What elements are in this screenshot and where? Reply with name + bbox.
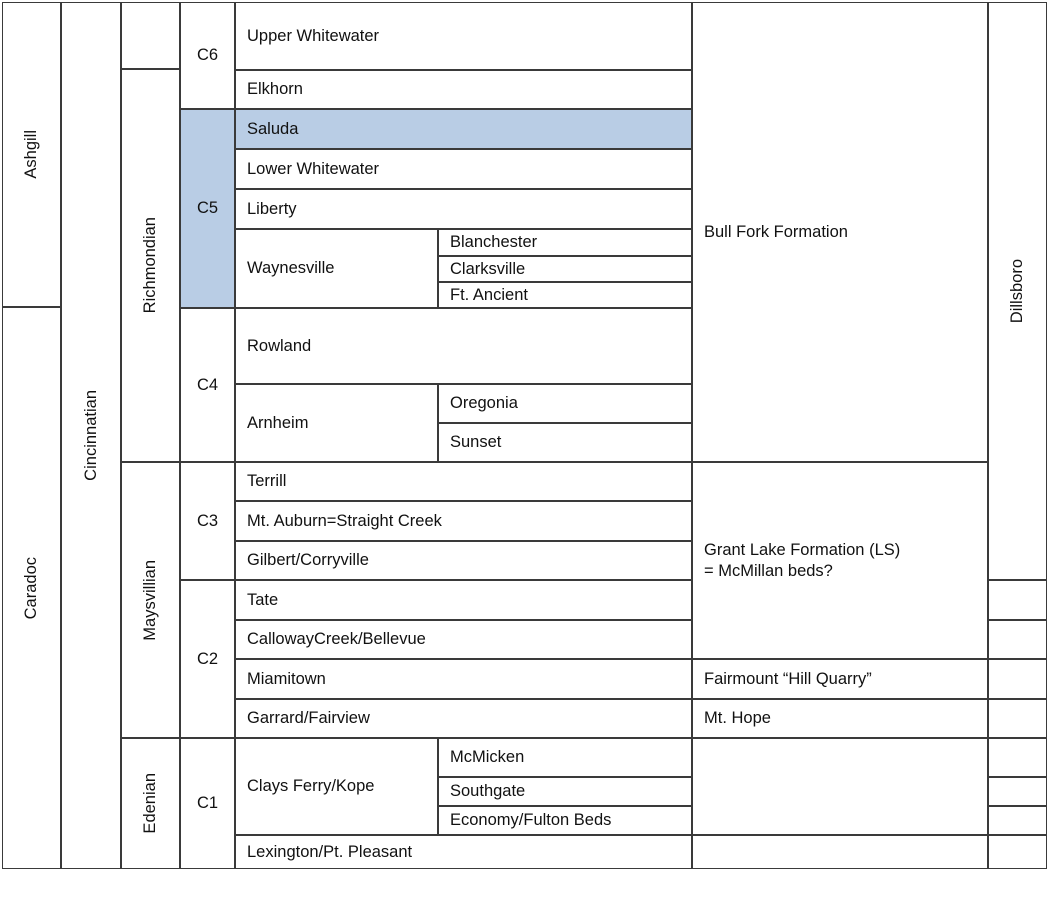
unit-rowland-label: Rowland	[247, 336, 312, 355]
sequence-c2: C2	[180, 580, 235, 738]
stage-richmondian-label: Richmondian	[141, 217, 160, 314]
unit-waynesville: Waynesville	[235, 229, 438, 308]
submember-ft-ancient: Ft. Ancient	[438, 282, 692, 308]
stage-maysvillian-label: Maysvillian	[141, 559, 160, 641]
sequence-c5: C5	[180, 109, 235, 308]
unit-saluda: Saluda	[235, 109, 692, 149]
stage-blank-top	[121, 2, 180, 69]
sequence-c6-label: C6	[196, 46, 219, 65]
formation-blank-clays-ferry	[692, 738, 988, 835]
unit-terrill-label: Terrill	[247, 472, 287, 491]
unit-waynesville-label: Waynesville	[247, 259, 335, 278]
regional-segment-1	[988, 580, 1047, 620]
unit-mt-auburn-straight-creek-label: Mt. Auburn=Straight Creek	[247, 511, 442, 530]
sequence-c3-label: C3	[196, 511, 219, 530]
submember-mcmicken-label: McMicken	[450, 748, 525, 767]
submember-blanchester: Blanchester	[438, 229, 692, 256]
regional-segment-6	[988, 777, 1047, 806]
submember-southgate: Southgate	[438, 777, 692, 806]
unit-saluda-label: Saluda	[247, 119, 299, 138]
na-series-cincinnatian-label: Cincinnatian	[81, 390, 100, 481]
na-series-cincinnatian: Cincinnatian	[61, 2, 121, 869]
submember-oregonia-label: Oregonia	[450, 394, 518, 413]
unit-liberty-label: Liberty	[247, 199, 297, 218]
submember-blanchester-label: Blanchester	[450, 233, 538, 252]
unit-mt-auburn-straight-creek: Mt. Auburn=Straight Creek	[235, 501, 692, 541]
formation-grant-lake: Grant Lake Formation (LS) = McMillan bed…	[692, 462, 988, 659]
stratigraphic-chart: Ashgill Caradoc Cincinnatian Richmondian…	[2, 2, 1047, 869]
submember-economy-fulton-beds: Economy/Fulton Beds	[438, 806, 692, 835]
stage-edenian-label: Edenian	[141, 773, 160, 834]
submember-oregonia: Oregonia	[438, 384, 692, 423]
formation-grant-lake-line2: = McMillan beds?	[704, 561, 833, 580]
regional-segment-5	[988, 738, 1047, 777]
regional-dillsboro: Dillsboro	[988, 2, 1047, 580]
unit-upper-whitewater: Upper Whitewater	[235, 2, 692, 70]
formation-mt-hope-label: Mt. Hope	[704, 709, 771, 728]
unit-arnheim: Arnheim	[235, 384, 438, 462]
submember-clarksville-label: Clarksville	[450, 259, 526, 278]
sequence-c1: C1	[180, 738, 235, 869]
unit-lower-whitewater-label: Lower Whitewater	[247, 159, 380, 178]
unit-lower-whitewater: Lower Whitewater	[235, 149, 692, 189]
regional-segment-4	[988, 699, 1047, 738]
british-series-ashgill-label: Ashgill	[22, 130, 41, 179]
sequence-c5-label: C5	[196, 199, 219, 218]
regional-segment-8	[988, 835, 1047, 869]
unit-elkhorn-label: Elkhorn	[247, 80, 303, 99]
unit-lexington-pt-pleasant-label: Lexington/Pt. Pleasant	[247, 842, 413, 861]
submember-sunset-label: Sunset	[450, 433, 502, 452]
unit-tate: Tate	[235, 580, 692, 620]
unit-garrard-fairview-label: Garrard/Fairview	[247, 709, 370, 728]
unit-miamitown: Miamitown	[235, 659, 692, 699]
unit-tate-label: Tate	[247, 590, 279, 609]
stage-edenian: Edenian	[121, 738, 180, 869]
unit-clays-ferry-kope: Clays Ferry/Kope	[235, 738, 438, 835]
unit-upper-whitewater-label: Upper Whitewater	[247, 26, 380, 45]
unit-gilbert-corryville: Gilbert/Corryville	[235, 541, 692, 580]
formation-grant-lake-line1: Grant Lake Formation (LS)	[704, 540, 901, 559]
british-series-ashgill: Ashgill	[2, 2, 61, 307]
sequence-c3: C3	[180, 462, 235, 580]
submember-ft-ancient-label: Ft. Ancient	[450, 285, 528, 304]
unit-clays-ferry-kope-label: Clays Ferry/Kope	[247, 777, 375, 796]
british-series-caradoc: Caradoc	[2, 307, 61, 869]
stage-maysvillian: Maysvillian	[121, 462, 180, 738]
sequence-c1-label: C1	[196, 794, 219, 813]
formation-blank-lexington	[692, 835, 988, 869]
formation-bull-fork: Bull Fork Formation	[692, 2, 988, 462]
regional-dillsboro-label: Dillsboro	[1008, 258, 1027, 324]
unit-elkhorn: Elkhorn	[235, 70, 692, 109]
stage-richmondian: Richmondian	[121, 69, 180, 462]
formation-mt-hope: Mt. Hope	[692, 699, 988, 738]
sequence-c2-label: C2	[196, 649, 219, 668]
formation-bull-fork-label: Bull Fork Formation	[704, 222, 848, 241]
unit-garrard-fairview: Garrard/Fairview	[235, 699, 692, 738]
unit-calloway-creek-bellevue-label: CallowayCreek/Bellevue	[247, 630, 426, 649]
unit-terrill: Terrill	[235, 462, 692, 501]
submember-southgate-label: Southgate	[450, 782, 526, 801]
unit-arnheim-label: Arnheim	[247, 413, 309, 432]
regional-segment-3	[988, 659, 1047, 699]
unit-miamitown-label: Miamitown	[247, 669, 326, 688]
formation-fairmount-hill-quarry-label: Fairmount “Hill Quarry”	[704, 669, 872, 688]
sequence-c4-label: C4	[196, 375, 219, 394]
submember-economy-fulton-beds-label: Economy/Fulton Beds	[450, 811, 612, 830]
british-series-caradoc-label: Caradoc	[22, 556, 41, 620]
submember-sunset: Sunset	[438, 423, 692, 462]
unit-calloway-creek-bellevue: CallowayCreek/Bellevue	[235, 620, 692, 659]
submember-mcmicken: McMicken	[438, 738, 692, 777]
regional-segment-2	[988, 620, 1047, 659]
submember-clarksville: Clarksville	[438, 256, 692, 282]
unit-liberty: Liberty	[235, 189, 692, 229]
formation-fairmount-hill-quarry: Fairmount “Hill Quarry”	[692, 659, 988, 699]
sequence-c6: C6	[180, 2, 235, 109]
unit-gilbert-corryville-label: Gilbert/Corryville	[247, 551, 369, 570]
unit-lexington-pt-pleasant: Lexington/Pt. Pleasant	[235, 835, 692, 869]
unit-rowland: Rowland	[235, 308, 692, 384]
regional-segment-7	[988, 806, 1047, 835]
sequence-c4: C4	[180, 308, 235, 462]
